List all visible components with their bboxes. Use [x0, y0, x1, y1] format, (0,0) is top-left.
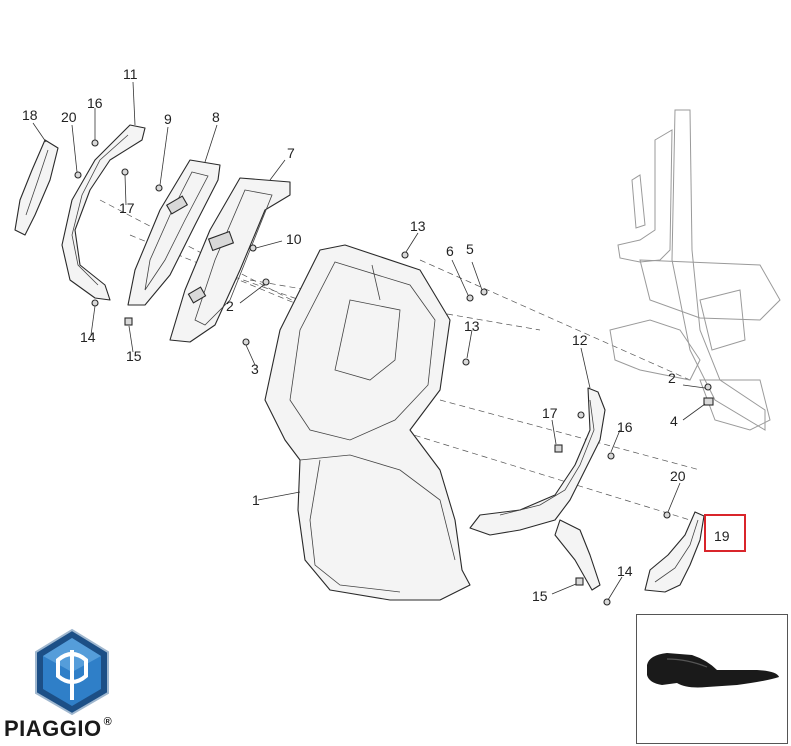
label-part-2: 2: [226, 298, 234, 314]
part-19-trim-piece: [644, 511, 705, 593]
label-part-14: 14: [617, 563, 633, 579]
label-part-16: 16: [617, 419, 633, 435]
label-part-16: 16: [87, 95, 103, 111]
label-part-5: 5: [466, 241, 474, 257]
part-19-photo: [647, 653, 779, 688]
label-part-1: 1: [252, 492, 260, 508]
label-part-20: 20: [670, 468, 686, 484]
label-part-11: 11: [123, 66, 138, 82]
label-part-10: 10: [286, 231, 302, 247]
label-part-4: 4: [670, 413, 678, 429]
label-part-8: 8: [212, 109, 220, 125]
leader-lines: [32, 81, 706, 601]
registered-mark: ®: [103, 716, 113, 728]
label-part-6: 6: [446, 243, 454, 259]
highlight-box-part-19: [704, 514, 746, 552]
label-part-9: 9: [164, 111, 172, 127]
part-11-side-trim: [61, 124, 146, 301]
part-19-photo-inset: [636, 614, 788, 744]
label-part-14: 14: [80, 329, 96, 345]
label-part-20: 20: [61, 109, 77, 125]
part-1-front-shield: [264, 244, 471, 601]
piaggio-logo-emblem: [35, 628, 109, 716]
part-18-small-trim: [14, 139, 59, 236]
label-part-7: 7: [287, 145, 295, 161]
part-7-inner-panel: [169, 177, 291, 343]
label-part-13: 13: [410, 218, 426, 234]
label-part-17: 17: [542, 405, 558, 421]
label-part-3: 3: [251, 361, 259, 377]
label-part-12: 12: [572, 332, 588, 348]
label-part-13: 13: [464, 318, 480, 334]
scooter-frame: [609, 109, 781, 431]
part-number-labels: 1 2 2 3 4 5 6 7 8 9 10 11 12 13 13 14 14…: [22, 66, 730, 604]
part-8-mid-panel: [127, 159, 221, 306]
label-part-2: 2: [668, 370, 676, 386]
brand-name: PIAGGIO: [4, 716, 102, 741]
label-part-17: 17: [119, 200, 135, 216]
label-part-19: 19: [714, 528, 730, 544]
part-12-right-trim: [469, 387, 606, 591]
label-part-15: 15: [126, 348, 142, 364]
label-part-15: 15: [532, 588, 548, 604]
hardware-fasteners: [74, 139, 714, 606]
piaggio-wordmark: PIAGGIO®: [4, 716, 112, 742]
label-part-18: 18: [22, 107, 38, 123]
